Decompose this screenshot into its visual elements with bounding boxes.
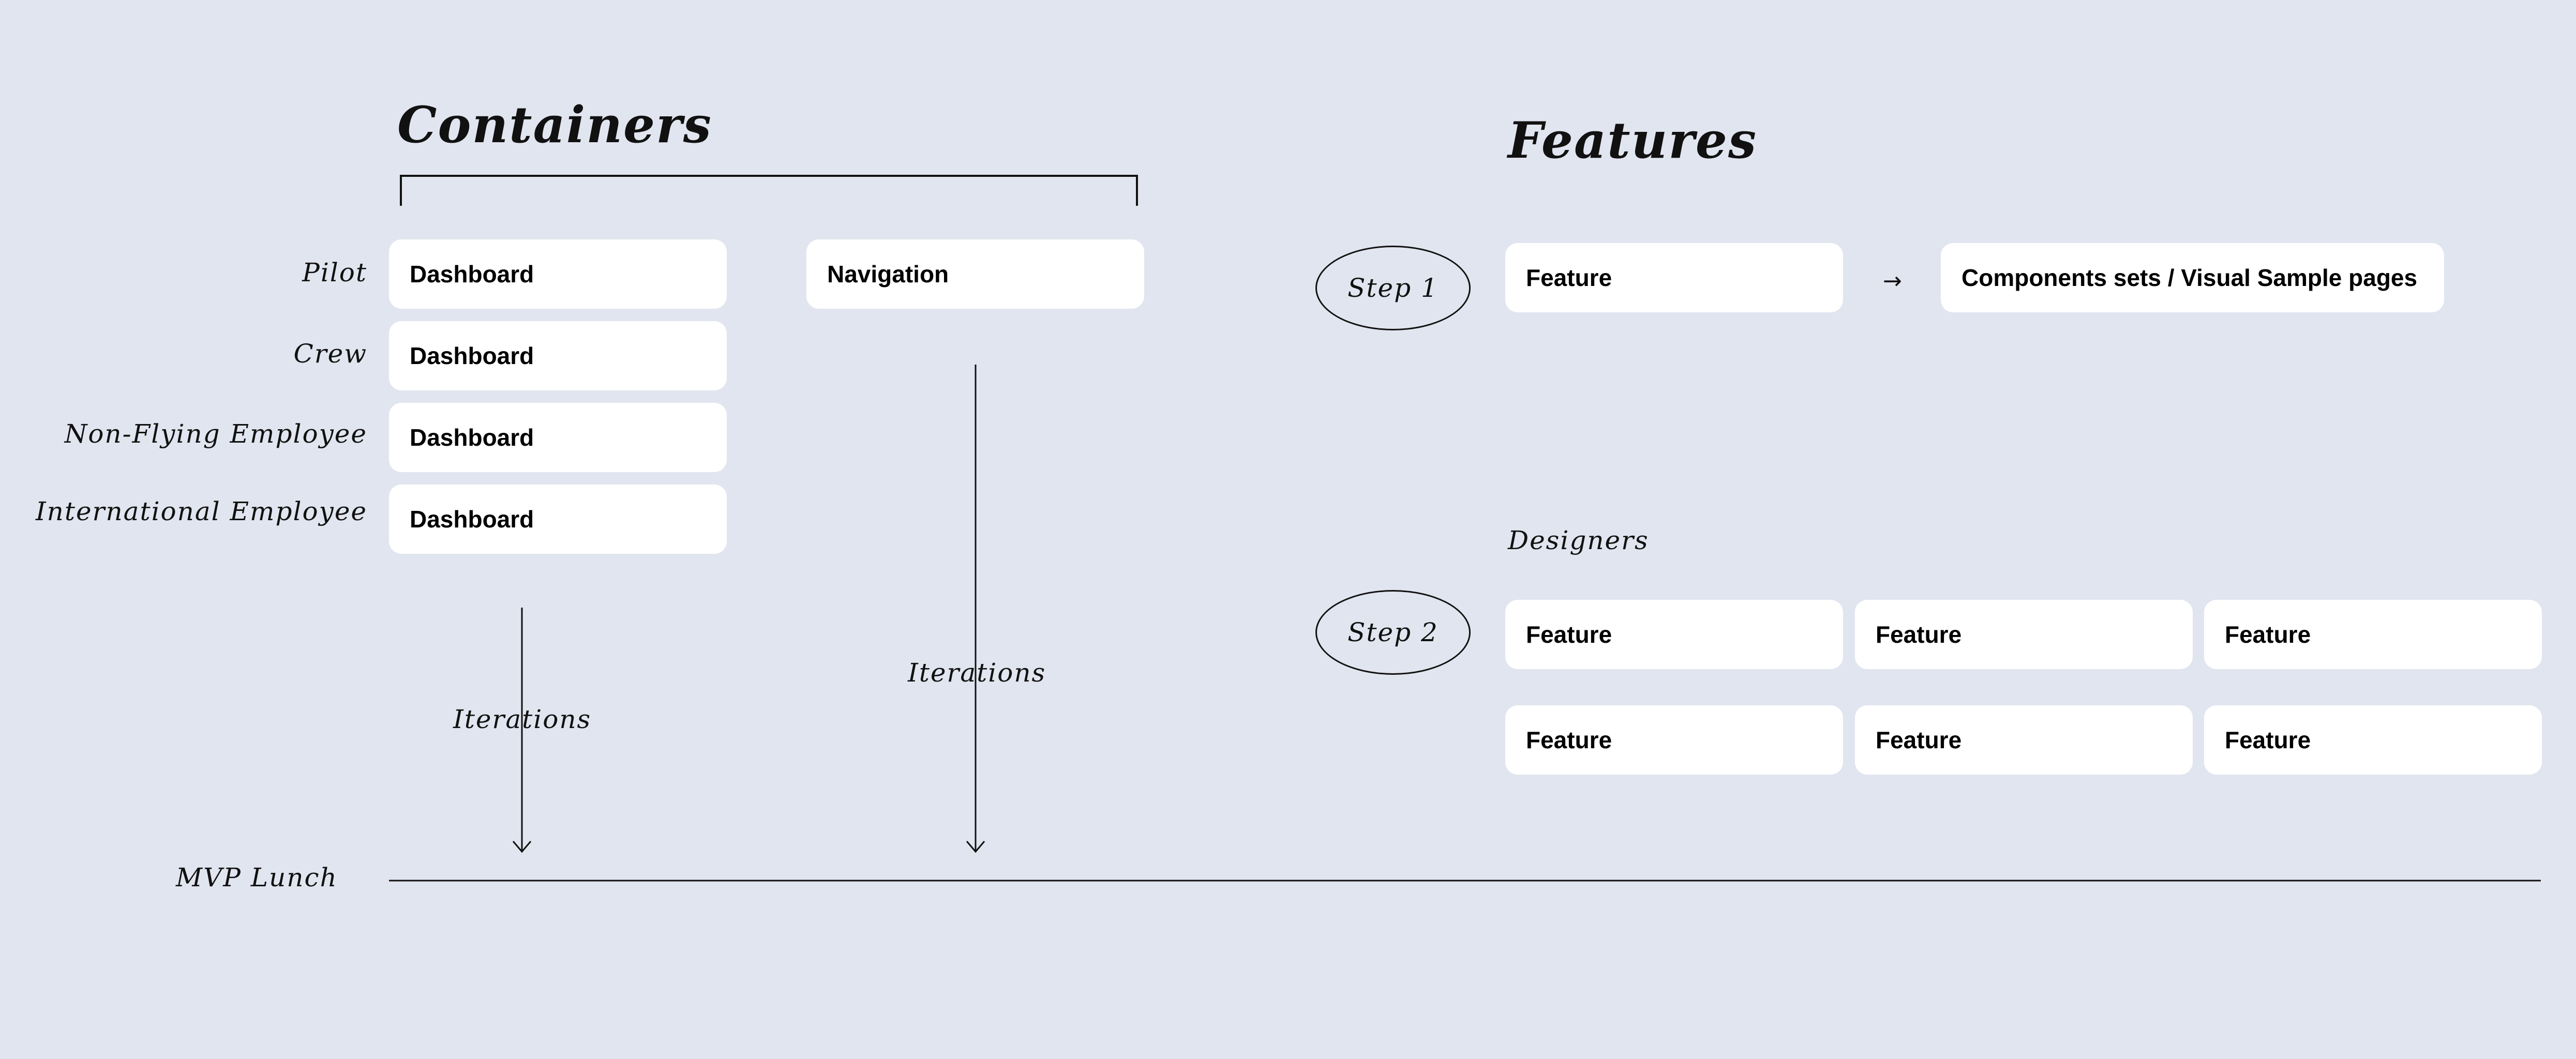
iterations-right-arrowhead-icon (966, 841, 985, 853)
iterations-left-arrowhead-icon (512, 841, 532, 853)
step-2-feature-card[interactable]: Feature (1505, 600, 1843, 669)
dashboard-card-international-employee[interactable]: Dashboard (389, 485, 727, 554)
step-2-feature-card[interactable]: Feature (1505, 705, 1843, 775)
role-label-pilot: Pilot (302, 258, 367, 288)
navigation-card[interactable]: Navigation (806, 239, 1144, 309)
step-2-feature-card[interactable]: Feature (2204, 600, 2542, 669)
dashboard-card-non-flying-employee[interactable]: Dashboard (389, 403, 727, 472)
step-2-feature-card[interactable]: Feature (1855, 705, 2193, 775)
iterations-label-right: Iterations (908, 658, 1046, 688)
step-2-feature-card[interactable]: Feature (2204, 705, 2542, 775)
role-label-international-employee: International Employee (35, 496, 367, 526)
step-1-feature-card[interactable]: Feature (1505, 243, 1843, 312)
role-label-crew: Crew (293, 339, 367, 369)
dashboard-card-pilot[interactable]: Dashboard (389, 239, 727, 309)
dashboard-card-crew[interactable]: Dashboard (389, 321, 727, 390)
components-sets-card[interactable]: Components sets / Visual Sample pages (1941, 243, 2444, 312)
containers-title: Containers (397, 96, 712, 154)
features-title: Features (1508, 111, 1758, 170)
step-2-feature-card[interactable]: Feature (1855, 600, 2193, 669)
designers-label: Designers (1508, 525, 1649, 555)
right-arrow-icon: → (1883, 268, 1902, 294)
iterations-label-left: Iterations (453, 704, 592, 734)
step-1-oval: Step 1 (1315, 246, 1471, 330)
step-2-oval: Step 2 (1315, 590, 1471, 675)
mvp-lunch-label: MVP Lunch (176, 863, 338, 892)
containers-bracket (400, 175, 1138, 206)
role-label-non-flying-employee: Non-Flying Employee (64, 419, 367, 449)
